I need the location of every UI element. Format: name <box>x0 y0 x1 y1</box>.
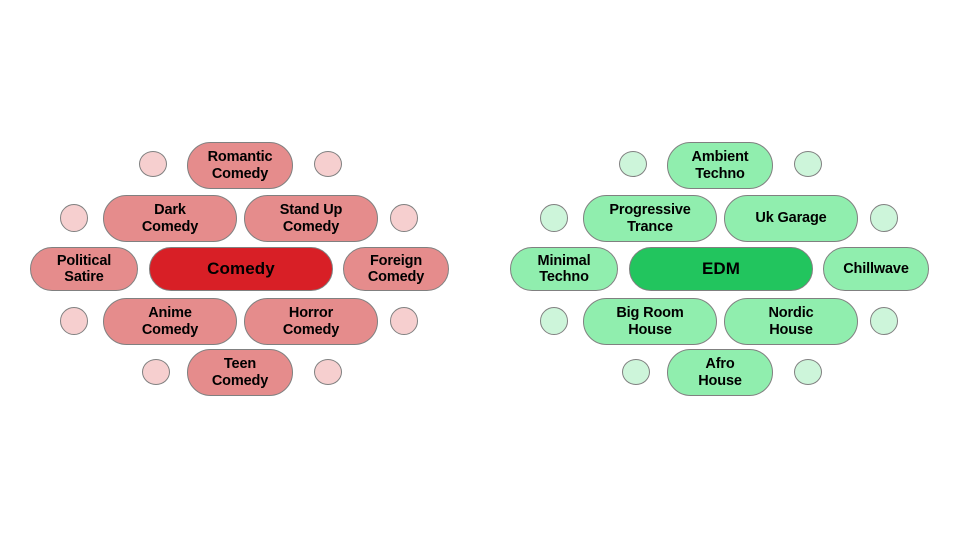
node-satellite[interactable]: Political Satire <box>30 247 138 291</box>
node-hub-edm[interactable]: EDM <box>629 247 813 291</box>
decorative-dot <box>794 359 822 385</box>
decorative-dot <box>314 359 342 385</box>
node-satellite[interactable]: Stand Up Comedy <box>244 195 378 242</box>
decorative-dot <box>390 204 418 232</box>
node-hub-comedy[interactable]: Comedy <box>149 247 333 291</box>
decorative-dot <box>60 307 88 335</box>
node-satellite[interactable]: Anime Comedy <box>103 298 237 345</box>
node-satellite[interactable]: Chillwave <box>823 247 929 291</box>
node-satellite[interactable]: Teen Comedy <box>187 349 293 396</box>
decorative-dot <box>619 151 647 177</box>
decorative-dot <box>622 359 650 385</box>
node-satellite[interactable]: Uk Garage <box>724 195 858 242</box>
node-satellite[interactable]: Minimal Techno <box>510 247 618 291</box>
node-satellite[interactable]: Foreign Comedy <box>343 247 449 291</box>
node-satellite[interactable]: Horror Comedy <box>244 298 378 345</box>
decorative-dot <box>314 151 342 177</box>
decorative-dot <box>139 151 167 177</box>
decorative-dot <box>390 307 418 335</box>
node-satellite[interactable]: Dark Comedy <box>103 195 237 242</box>
decorative-dot <box>870 307 898 335</box>
decorative-dot <box>794 151 822 177</box>
node-satellite[interactable]: Progressive Trance <box>583 195 717 242</box>
decorative-dot <box>870 204 898 232</box>
node-satellite[interactable]: Big Room House <box>583 298 717 345</box>
node-satellite[interactable]: Nordic House <box>724 298 858 345</box>
decorative-dot <box>540 307 568 335</box>
decorative-dot <box>540 204 568 232</box>
decorative-dot <box>142 359 170 385</box>
decorative-dot <box>60 204 88 232</box>
node-satellite[interactable]: Afro House <box>667 349 773 396</box>
node-satellite[interactable]: Romantic Comedy <box>187 142 293 189</box>
node-satellite[interactable]: Ambient Techno <box>667 142 773 189</box>
